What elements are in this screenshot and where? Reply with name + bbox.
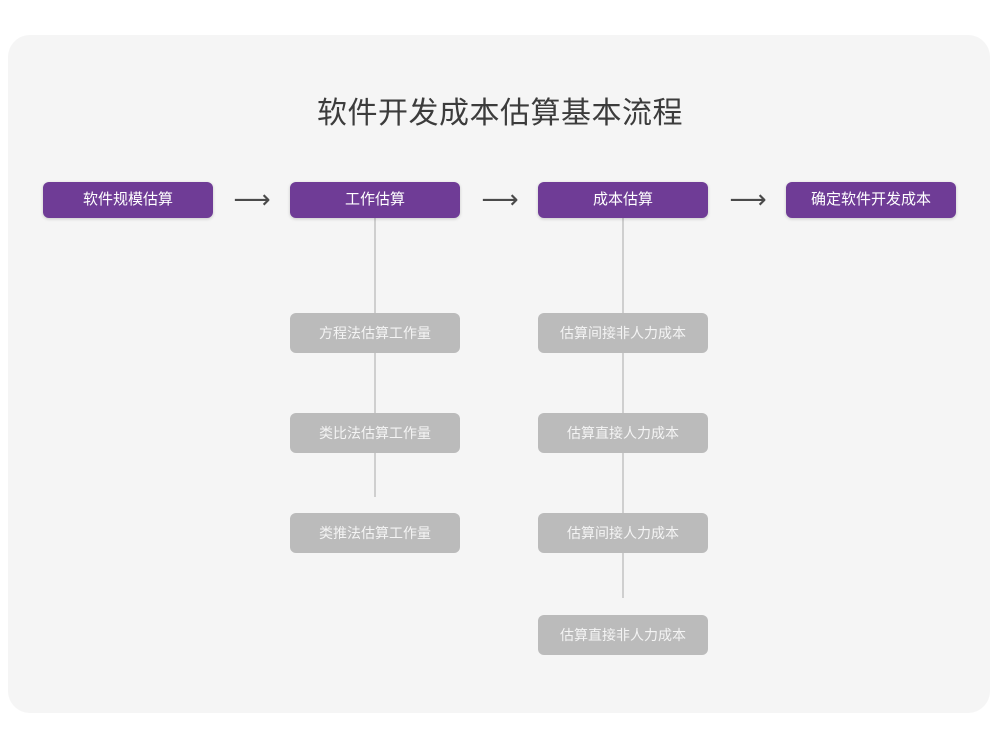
substep-node[interactable]: 估算直接非人力成本 bbox=[538, 615, 708, 655]
substep-node[interactable]: 估算直接人力成本 bbox=[538, 413, 708, 453]
stage-column-1: 软件规模估算 bbox=[43, 182, 213, 218]
substep-node[interactable]: 类推法估算工作量 bbox=[290, 513, 460, 553]
flow-arrow-icon-1: ⟶ bbox=[233, 185, 271, 215]
stage-column-4: 确定软件开发成本 bbox=[786, 182, 956, 218]
connector-line-2 bbox=[374, 218, 376, 497]
connector-line-3 bbox=[622, 218, 624, 598]
substep-node[interactable]: 方程法估算工作量 bbox=[290, 313, 460, 353]
flow-arrow-icon-2: ⟶ bbox=[481, 185, 519, 215]
substep-node[interactable]: 估算间接人力成本 bbox=[538, 513, 708, 553]
diagram-card bbox=[8, 35, 990, 713]
substep-node[interactable]: 估算间接非人力成本 bbox=[538, 313, 708, 353]
stage-node-software-scale-estimation[interactable]: 软件规模估算 bbox=[43, 182, 213, 218]
stage-node-effort-estimation[interactable]: 工作估算 bbox=[290, 182, 460, 218]
stage-node-final-software-development-cost[interactable]: 确定软件开发成本 bbox=[786, 182, 956, 218]
stage-column-3: 成本估算 估算间接非人力成本 估算直接人力成本 估算间接人力成本 估算直接非人力… bbox=[538, 182, 708, 655]
page-title: 软件开发成本估算基本流程 bbox=[317, 97, 683, 130]
substep-node[interactable]: 类比法估算工作量 bbox=[290, 413, 460, 453]
stage-column-2: 工作估算 方程法估算工作量 类比法估算工作量 类推法估算工作量 bbox=[290, 182, 460, 553]
stage-node-cost-estimation[interactable]: 成本估算 bbox=[538, 182, 708, 218]
flow-arrow-icon-3: ⟶ bbox=[729, 185, 767, 215]
